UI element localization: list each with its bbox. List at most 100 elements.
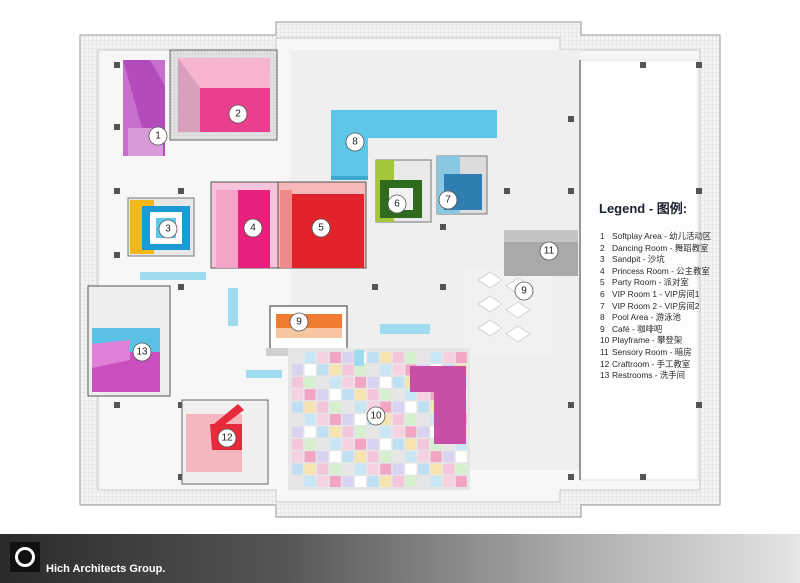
- playframe-tile: [418, 352, 429, 363]
- playframe-tile: [418, 414, 429, 425]
- playframe-tile: [380, 414, 392, 425]
- playframe-tile: [380, 352, 392, 363]
- playframe-tile: [317, 463, 329, 475]
- svg-text:9: 9: [296, 317, 302, 328]
- playframe-tile: [392, 389, 404, 401]
- playframe-tile: [304, 438, 316, 450]
- playframe-tile: [317, 438, 329, 450]
- party-room[interactable]: [277, 181, 367, 269]
- pool-area[interactable]: [331, 110, 497, 180]
- playframe-tile: [304, 476, 316, 487]
- playframe-tile: [392, 463, 404, 475]
- playframe-tile: [355, 389, 366, 401]
- playframe-tile: [304, 451, 316, 463]
- playframe-tile: [380, 438, 392, 450]
- corridor-accents: [140, 272, 430, 378]
- playframe-tile: [430, 463, 442, 475]
- svg-text:11: 11: [544, 246, 555, 257]
- playframe-tile: [342, 389, 354, 401]
- playframe-tile: [304, 401, 316, 413]
- playframe-tile: [405, 451, 417, 463]
- playframe-tile: [380, 463, 392, 475]
- footer-bar: Hich Architects Group.: [0, 534, 800, 583]
- playframe-tile: [418, 476, 429, 487]
- playframe-tile: [317, 426, 329, 438]
- playframe-tile: [292, 352, 303, 363]
- svg-text:5: 5: [318, 223, 324, 234]
- playframe-tile: [355, 438, 366, 450]
- svg-text:9: 9: [521, 286, 527, 297]
- marker-4: 4: [243, 218, 263, 238]
- playframe-tile: [292, 376, 303, 388]
- playframe-tile: [430, 476, 442, 487]
- playframe-tile: [304, 352, 316, 363]
- playframe-tile: [418, 426, 429, 438]
- playframe-tile: [317, 389, 329, 401]
- room-markers: 1 2 3 4 5 6 7 8 9 9 10 11 12 13: [132, 104, 559, 448]
- vip-room-1[interactable]: [375, 159, 432, 223]
- playframe-tile: [304, 414, 316, 425]
- playframe-tile: [392, 401, 404, 413]
- playframe-tile: [292, 389, 303, 401]
- marker-12: 12: [217, 428, 237, 448]
- playframe-tile: [342, 451, 354, 463]
- marker-5: 5: [311, 218, 331, 238]
- dancing-room[interactable]: [169, 49, 278, 141]
- playframe-tile: [342, 352, 354, 363]
- playframe-tile: [455, 352, 467, 363]
- playframe-tile: [443, 476, 455, 487]
- playframe-tile: [367, 364, 379, 376]
- playframe-tile: [367, 438, 379, 450]
- playframe-tile: [405, 438, 417, 450]
- playframe-tile: [342, 426, 354, 438]
- playframe-tile: [317, 401, 329, 413]
- playframe-tile: [418, 401, 429, 413]
- playframe-tile: [329, 389, 341, 401]
- playframe-tile: [292, 414, 303, 425]
- playframe-tile: [355, 401, 366, 413]
- playframe-tile: [329, 364, 341, 376]
- playframe-tile: [392, 414, 404, 425]
- playframe-tile: [355, 476, 366, 487]
- playframe-tile: [418, 463, 429, 475]
- svg-text:10: 10: [370, 411, 382, 422]
- playframe-tile: [355, 451, 366, 463]
- floor-plan: 1 2 3 4 5 6 7 8 9 9 10 11 12 13: [79, 21, 721, 518]
- marker-11: 11: [539, 241, 559, 261]
- brand-logo-icon: [10, 542, 40, 572]
- playframe-tile: [380, 401, 392, 413]
- playframe-tile: [329, 401, 341, 413]
- playframe-tile: [380, 364, 392, 376]
- playframe-tile: [317, 451, 329, 463]
- playframe-tile: [392, 364, 404, 376]
- playframe-tile: [292, 426, 303, 438]
- playframe-structure: [410, 366, 466, 444]
- playframe-tile: [329, 426, 341, 438]
- playframe-tile: [342, 438, 354, 450]
- legend-title: Legend - 图例:: [599, 201, 688, 216]
- playframe-tile: [329, 376, 341, 388]
- playframe-tile: [317, 352, 329, 363]
- svg-text:1: 1: [155, 131, 161, 142]
- playframe-tile: [329, 438, 341, 450]
- playframe-tile: [317, 364, 329, 376]
- playframe-tile: [304, 376, 316, 388]
- playframe-tile: [329, 352, 341, 363]
- marker-1: 1: [148, 126, 168, 146]
- restrooms[interactable]: [87, 285, 171, 397]
- playframe-tile: [418, 389, 429, 401]
- playframe-tile: [342, 401, 354, 413]
- marker-9-cafe: 9: [289, 312, 309, 332]
- playframe-tile: [455, 451, 467, 463]
- playframe-tile: [380, 389, 392, 401]
